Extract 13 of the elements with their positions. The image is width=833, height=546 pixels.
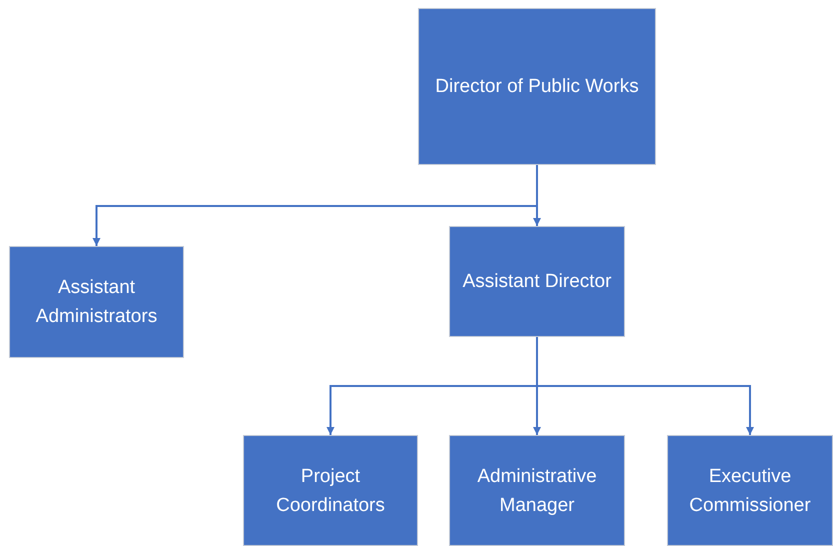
position-box xyxy=(667,435,833,546)
position-box xyxy=(418,8,656,165)
position-box xyxy=(449,226,625,337)
position-title: Project Coordinators xyxy=(275,464,386,518)
position-title: Assistant Administrators xyxy=(34,276,158,329)
position-title: Director of Public Works xyxy=(434,75,640,99)
position-title: Assistant Director xyxy=(462,270,612,294)
position-box xyxy=(243,435,418,546)
position-box xyxy=(9,246,184,358)
connector-arrow xyxy=(536,337,754,435)
position-box xyxy=(449,435,625,546)
position-title: Executive Commissioner xyxy=(688,464,812,518)
position-title: Administrative Manager xyxy=(476,464,598,518)
